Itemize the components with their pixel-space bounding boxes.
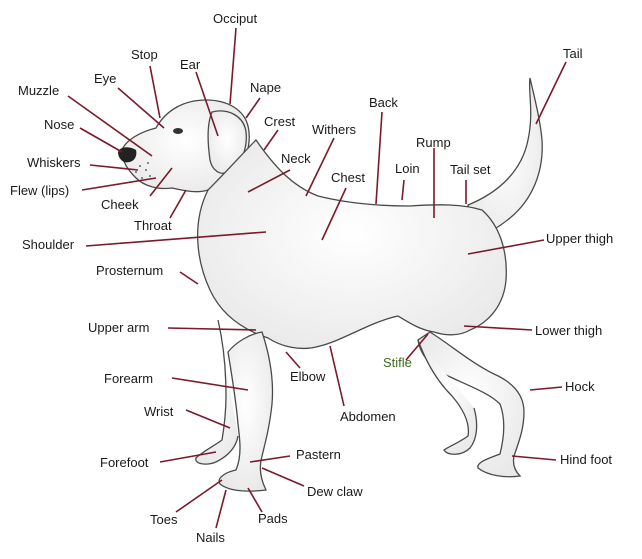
label-eye: Eye [94,71,117,86]
dog-tail [467,77,543,239]
leader-pads [247,487,263,513]
label-prosternum: Prosternum [96,263,164,278]
label-stifle: Stifle [383,355,412,370]
label-nails: Nails [196,530,225,545]
leader-whiskers [89,164,139,171]
leader-flew [81,177,157,191]
leader-crest [263,129,279,151]
label-chest: Chest [331,170,365,185]
label-muzzle: Muzzle [18,83,60,98]
label-elbow: Elbow [290,369,326,384]
label-whiskers: Whiskers [27,155,81,170]
label-wrist: Wrist [144,404,174,419]
label-neck: Neck [281,151,311,166]
label-forefoot: Forefoot [100,455,149,470]
leader-stop [149,65,161,119]
leader-forearm [171,377,249,391]
label-tail: Tail [563,46,583,61]
label-cheek: Cheek [101,197,139,212]
label-dew-claw: Dew claw [307,484,363,499]
label-toes: Toes [150,512,178,527]
leader-lines [67,27,567,529]
leader-withers [305,137,335,197]
leader-occiput [229,27,237,105]
leader-nails [215,489,227,529]
leader-eye [117,87,165,129]
label-withers: Withers [312,122,357,137]
leader-upper-arm [167,327,257,331]
leader-prosternum [179,271,199,285]
label-loin: Loin [395,161,420,176]
leader-muzzle [67,95,153,157]
leader-abdomen [329,345,345,407]
dog-hind-leg-near [417,331,525,478]
leader-hind-foot [511,455,557,461]
leader-upper-thigh [467,239,545,255]
label-occiput: Occiput [213,11,258,26]
leader-shoulder [85,231,267,247]
dog-front-leg-far [195,319,239,465]
leader-loin [401,179,405,201]
label-upper-arm: Upper arm [88,320,150,335]
leader-ear [195,71,219,137]
dog-hind-leg-far [417,339,478,455]
dog-eye [173,128,183,134]
label-forearm: Forearm [104,371,154,386]
dog-nose [118,147,137,163]
label-upper-thigh: Upper thigh [546,231,614,246]
label-pads: Pads [258,511,288,526]
whisker-dots [135,162,151,179]
label-pastern: Pastern [296,447,341,462]
leader-toes [175,479,223,513]
leader-forefoot [159,451,217,463]
leader-wrist [185,409,231,429]
leader-lower-thigh [463,325,533,331]
label-nose: Nose [44,117,75,132]
leader-cheek [149,167,173,197]
label-abdomen: Abdomen [340,409,396,424]
leader-throat [169,189,187,219]
leader-tail [535,61,567,125]
leader-back [375,111,383,205]
leader-dewclaw [261,467,305,487]
label-flew: Flew (lips) [10,183,70,198]
label-shoulder: Shoulder [22,237,75,252]
leader-nose [79,127,123,153]
leader-stifle [405,333,429,361]
dog-front-leg-near [218,331,274,492]
label-crest: Crest [264,114,296,129]
label-back: Back [369,95,398,110]
label-lower-thigh: Lower thigh [535,323,603,338]
label-hock: Hock [565,379,595,394]
label-nape: Nape [250,80,282,95]
leader-pastern [249,455,291,463]
label-throat: Throat [134,218,172,233]
leader-neck [247,169,291,193]
label-ear: Ear [180,57,201,72]
label-stop: Stop [131,47,158,62]
leader-nape [245,97,261,119]
leader-chest [321,187,347,241]
label-rump: Rump [416,135,451,150]
leader-elbow [285,351,301,369]
label-tail-set: Tail set [450,162,491,177]
leader-hock [529,386,563,391]
label-hind-foot: Hind foot [560,452,613,467]
